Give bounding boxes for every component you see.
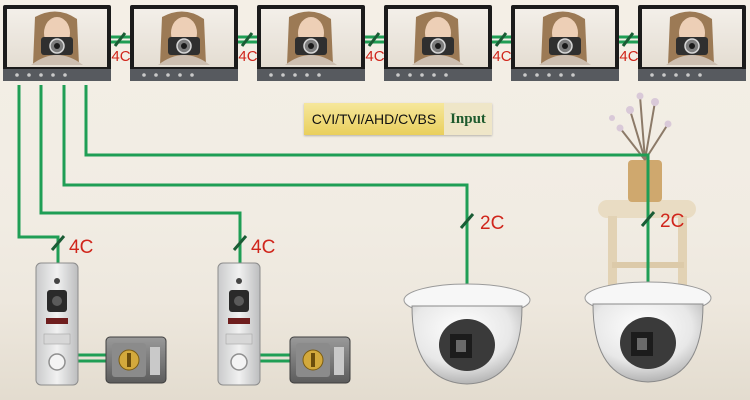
monitor-icon xyxy=(511,5,619,81)
dome-camera-icon xyxy=(403,283,531,385)
monitor-button xyxy=(674,73,678,77)
doorbell-panel-icon xyxy=(35,262,79,386)
monitor-link-label: 4C xyxy=(365,48,384,65)
monitor-button xyxy=(15,73,19,77)
monitor-bezel xyxy=(3,69,111,81)
input-text: Input xyxy=(444,103,492,135)
monitor-icon xyxy=(638,5,746,81)
monitor-button xyxy=(51,73,55,77)
monitor-link-label: 4C xyxy=(111,48,130,65)
monitor-button xyxy=(420,73,424,77)
monitor-button xyxy=(281,73,285,77)
monitor-icon xyxy=(130,5,238,81)
doorbell-2-wire xyxy=(39,85,242,263)
monitor-bezel xyxy=(257,69,365,81)
monitor-bezel xyxy=(511,69,619,81)
monitor-button xyxy=(63,73,67,77)
electric-lock-icon xyxy=(289,336,351,384)
monitor-button xyxy=(317,73,321,77)
monitor-link-label: 4C xyxy=(238,48,257,65)
input-format-label: CVI/TVI/AHD/CVBS Input xyxy=(304,103,492,135)
monitor-button xyxy=(269,73,273,77)
monitor-button xyxy=(559,73,563,77)
monitor-bezel xyxy=(384,69,492,81)
monitor-bezel xyxy=(130,69,238,81)
monitor-button xyxy=(39,73,43,77)
doorbell-1-wire xyxy=(17,85,60,263)
monitor-button xyxy=(547,73,551,77)
monitor-button xyxy=(523,73,527,77)
monitor-button xyxy=(535,73,539,77)
monitor-button xyxy=(190,73,194,77)
monitor-button xyxy=(305,73,309,77)
monitor-button xyxy=(396,73,400,77)
doorbell-panel-icon xyxy=(217,262,261,386)
monitor-button xyxy=(408,73,412,77)
monitor-bezel xyxy=(638,69,746,81)
monitor-button xyxy=(142,73,146,77)
monitor-button xyxy=(698,73,702,77)
monitor-button xyxy=(650,73,654,77)
monitor-button xyxy=(178,73,182,77)
electric-lock-icon xyxy=(105,336,167,384)
doorbell-2-wire-label: 4C xyxy=(251,237,275,258)
monitor-icon xyxy=(384,5,492,81)
camera-1-wire-label: 2C xyxy=(480,213,504,234)
monitor-link-label: 4C xyxy=(492,48,511,65)
monitor-button xyxy=(571,73,575,77)
dome-camera-icon xyxy=(584,281,712,383)
monitor-button xyxy=(154,73,158,77)
doorbell-1-wire-label: 4C xyxy=(69,237,93,258)
camera-2-wire-label: 2C xyxy=(660,211,684,232)
monitor-icon xyxy=(3,5,111,81)
input-formats-text: CVI/TVI/AHD/CVBS xyxy=(304,103,444,135)
monitor-button xyxy=(432,73,436,77)
monitor-button xyxy=(662,73,666,77)
monitor-button xyxy=(444,73,448,77)
monitor-button xyxy=(166,73,170,77)
monitor-link-label: 4C xyxy=(619,48,638,65)
monitor-button xyxy=(27,73,31,77)
camera-1-wire xyxy=(62,85,469,288)
monitor-button xyxy=(686,73,690,77)
monitor-button xyxy=(293,73,297,77)
monitor-icon xyxy=(257,5,365,81)
wire-slash-marks xyxy=(50,32,656,251)
